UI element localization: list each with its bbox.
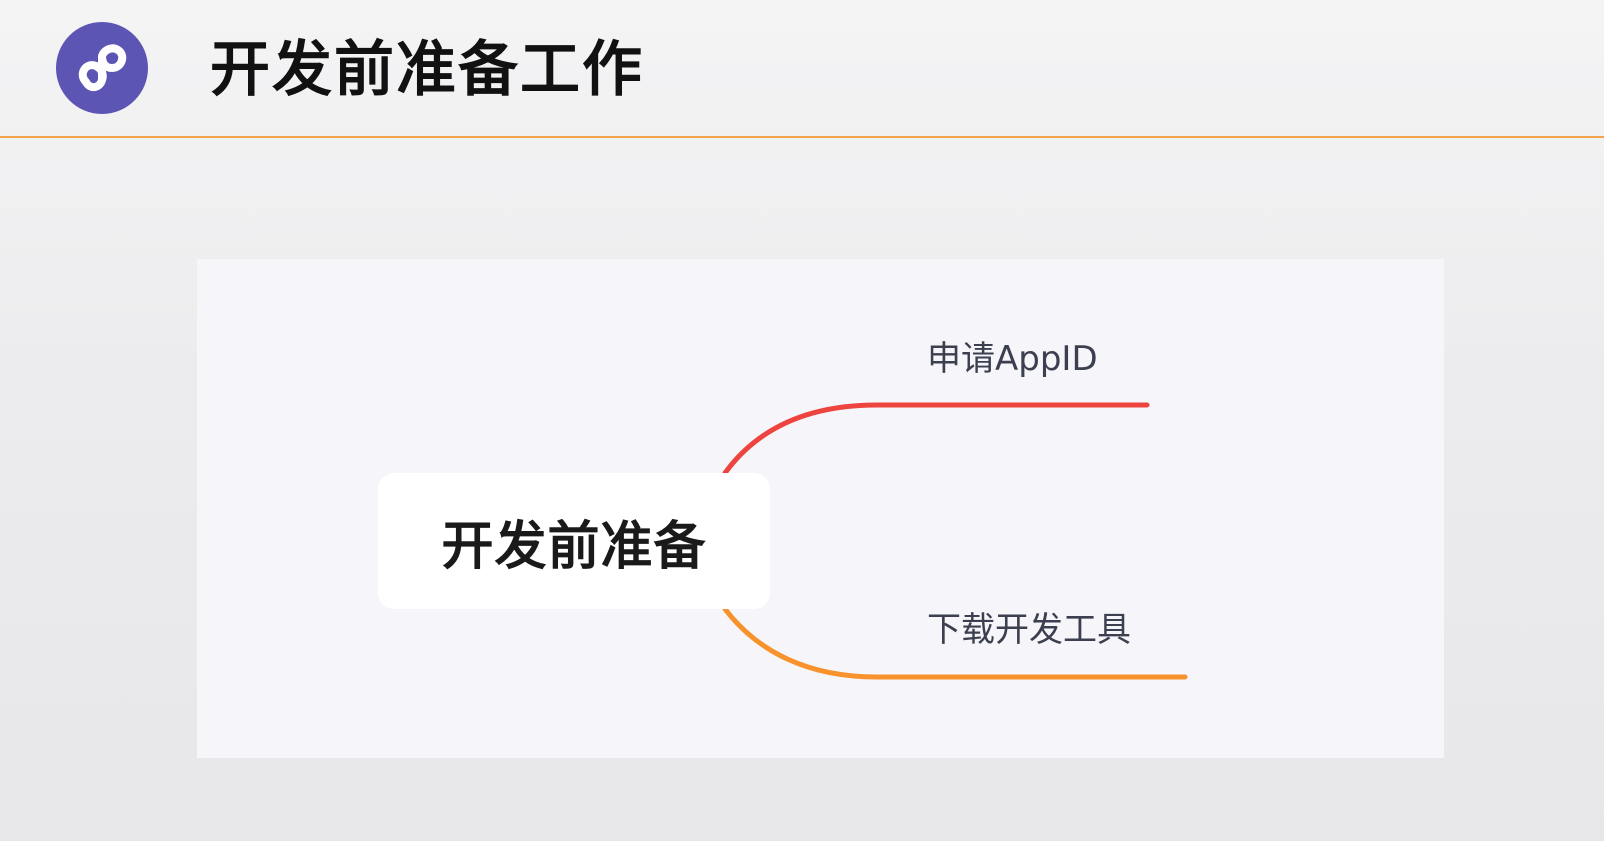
mini-program-logo-icon (56, 22, 148, 114)
branch-label-download-tools: 下载开发工具 (927, 610, 1131, 650)
header-divider (0, 136, 1604, 138)
mindmap-root-node: 开发前准备 (378, 473, 770, 609)
branch-line-apply-appid (722, 402, 1150, 476)
mindmap-branches (722, 402, 1188, 680)
branch-label-apply-appid: 申请AppID (927, 339, 1098, 379)
page-title: 开发前准备工作 (210, 35, 644, 105)
branch-line-download-tools (722, 606, 1188, 680)
mindmap-panel: 开发前准备 申请AppID 下载开发工具 (197, 259, 1444, 758)
mindmap-root-label: 开发前准备 (441, 516, 707, 577)
